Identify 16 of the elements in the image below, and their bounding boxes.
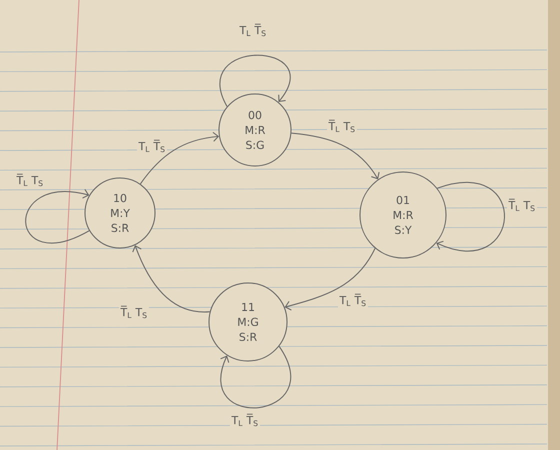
edge-label: T̅$_{L}$ T$_{S}$ [15, 172, 46, 188]
edge-label: T$_{L}$ T̅$_{S}$ [238, 22, 268, 38]
edge-label: T̅$_{L}$ T$_{S}$ [119, 304, 150, 320]
edge-label: T$_{L}$ T̅$_{S}$ [137, 138, 168, 154]
arrow [284, 248, 376, 311]
arrow [220, 346, 292, 408]
arrow [290, 132, 380, 180]
arrow [140, 132, 220, 184]
edge-label: T$_{L}$ T̅$_{S}$ [230, 412, 260, 428]
arrow [25, 188, 90, 244]
arrow [220, 54, 291, 108]
arrow [436, 182, 505, 252]
edge-label: T$_{L}$ T̅$_{S}$ [338, 292, 368, 308]
edge-label: T̅$_{L}$ T$_{S}$ [327, 118, 357, 134]
arrow [132, 245, 210, 312]
edge-label: T̅$_{L}$ T$_{S}$ [507, 197, 537, 213]
